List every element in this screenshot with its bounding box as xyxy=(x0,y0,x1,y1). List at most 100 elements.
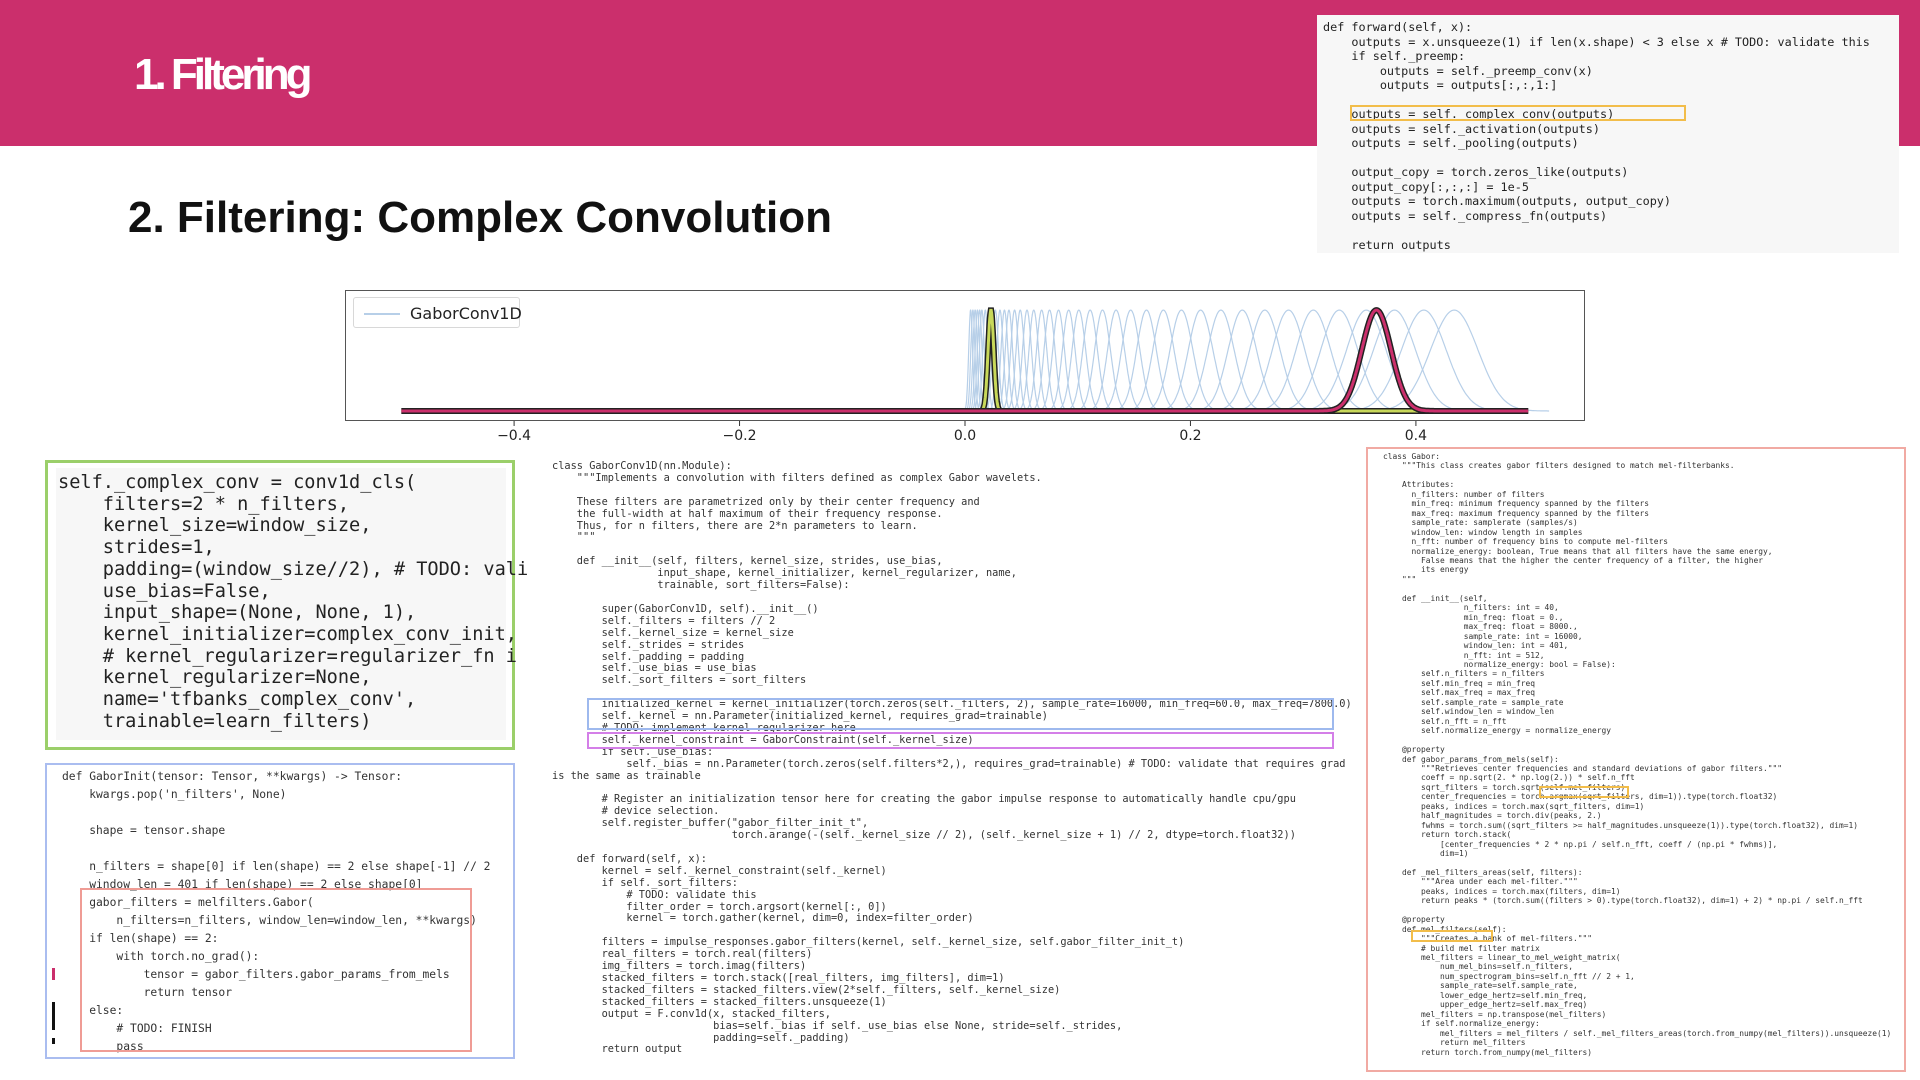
code-line: # Register an initialization tensor here… xyxy=(552,793,1296,806)
code-line: peaks, indices = torch.max(sqrt_filters,… xyxy=(1383,801,1645,811)
x-tick-label: 0.2 xyxy=(1179,428,1201,444)
code-line: kernel_regularizer=None, xyxy=(58,667,372,689)
code-line: def _mel_filters_areas(self, filters): xyxy=(1383,867,1583,877)
code-line: max_freq: float = 8000., xyxy=(1383,622,1578,632)
code-line: self._kernel_constraint = GaborConstrain… xyxy=(552,733,974,746)
code-line: # device selection. xyxy=(552,805,720,818)
code-line: window_len = 401 if len(shape) == 2 else… xyxy=(62,878,423,891)
code-line: kernel_initializer=complex_conv_init, xyxy=(58,623,517,645)
legend-swatch xyxy=(364,313,400,315)
code-line: outputs = torch.maximum(outputs, output_… xyxy=(1323,194,1672,208)
code-line: is the same as trainable xyxy=(552,769,701,782)
legend-label: GaborConv1D xyxy=(410,304,522,323)
code-line: self._filters = filters // 2 xyxy=(552,614,776,627)
code-line: normalize_energy: bool = False): xyxy=(1383,659,1616,669)
code-line xyxy=(1383,471,1901,480)
code-line: else: xyxy=(62,1004,124,1017)
code-line: class Gabor: xyxy=(1383,452,1441,461)
code-line: n_fft: int = 512, xyxy=(1383,650,1545,660)
code-line: return output xyxy=(552,1043,683,1056)
code-line: num_spectrogram_bins=self.n_fft // 2 + 1… xyxy=(1383,971,1635,981)
code-line: """Retrieves center frequencies and stan… xyxy=(1383,763,1783,773)
code-line: window_len: window length in samples xyxy=(1383,527,1583,537)
code-line: self.n_filters = n_filters xyxy=(1383,669,1545,679)
code-line xyxy=(62,840,507,858)
code-line: half_magnitudes = torch.div(peaks, 2.) xyxy=(1383,811,1602,821)
code-line: self._padding = padding xyxy=(552,650,745,663)
code-line: return tensor xyxy=(62,986,233,999)
code-line: def mel_filters(self): xyxy=(1383,924,1507,934)
code-line: outputs = self._complex_conv(outputs) xyxy=(1323,107,1615,121)
code-line: self._strides = strides xyxy=(552,638,745,651)
code-line: self._complex_conv = conv1d_cls( xyxy=(58,472,417,493)
code-line: mel_filters = linear_to_mel_weight_matri… xyxy=(1383,953,1621,963)
code-line: filters = impulse_responses.gabor_filter… xyxy=(552,936,1185,949)
banner-title: 1. Filtering xyxy=(134,50,312,99)
gabor-class-panel xyxy=(1366,447,1906,1072)
x-tick-label: −0.4 xyxy=(497,428,531,444)
code-line: self._sort_filters = sort_filters xyxy=(552,674,807,687)
gabor-init-panel xyxy=(45,763,515,1059)
code-line: Thus, for n filters, there are 2*n param… xyxy=(552,519,918,532)
code-line: if len(shape) == 2: xyxy=(62,932,219,945)
code-line: self._bias = nn.Parameter(torch.zeros(se… xyxy=(552,757,1346,770)
code-line: if self.normalize_energy: xyxy=(1383,1019,1540,1029)
gutter-marker-pink xyxy=(52,968,55,980)
gutter-marker-small xyxy=(52,1038,55,1044)
code-line: min_freq: float = 0., xyxy=(1383,612,1564,622)
code-line xyxy=(1383,736,1901,745)
code-line: return outputs xyxy=(1323,237,1451,252)
code-line: """ xyxy=(552,531,596,544)
code-line: gabor_filters = melfilters.Gabor( xyxy=(62,896,314,909)
gutter-marker-black xyxy=(52,1002,55,1030)
kernel-constraint-highlight xyxy=(587,732,1334,749)
code-line: outputs = self._activation(outputs) xyxy=(1323,121,1600,136)
code-line: peaks, indices = torch.max(filters, dim=… xyxy=(1383,886,1621,896)
gabor-init-code: def GaborInit(tensor: Tensor, **kwargs) … xyxy=(62,768,507,1056)
gabor-class-code: class Gabor: """This class creates gabor… xyxy=(1383,452,1901,1067)
code-line: the full-width at half maximum of their … xyxy=(552,507,943,520)
code-line: n_filters=n_filters, window_len=window_l… xyxy=(62,914,477,927)
code-line: sample_rate=self.sample_rate, xyxy=(1383,981,1578,991)
code-line: self.register_buffer("gabor_filter_init_… xyxy=(552,817,869,830)
code-line: # TODO: FINISH xyxy=(62,1022,212,1035)
code-line: img_filters = torch.imag(filters) xyxy=(552,960,807,973)
code-line: filter_order = torch.argsort(kernel[:, 0… xyxy=(552,900,887,913)
code-line: kernel = torch.gather(kernel, dim=0, ind… xyxy=(552,912,974,925)
code-line: input_shape, kernel_initializer, kernel_… xyxy=(552,567,1017,580)
code-line: filters=2 * n_filters, xyxy=(58,493,350,515)
mel-filters-ref-highlight xyxy=(1539,786,1629,798)
code-line: input_shape=(None, None, 1), xyxy=(58,602,417,624)
code-line: strides=1, xyxy=(58,537,215,559)
code-line: self.sample_rate = sample_rate xyxy=(1383,697,1564,707)
code-line: def forward(self, x): xyxy=(552,852,707,865)
code-line: trainable, sort_filters=False): xyxy=(552,579,850,592)
code-line: its energy xyxy=(1383,565,1469,575)
code-line: mel_filters = mel_filters / self._mel_fi… xyxy=(1383,1028,1892,1038)
code-line: torch.arange(-(self._kernel_size // 2), … xyxy=(552,829,1296,842)
code-line: upper_edge_hertz=self.max_freq) xyxy=(1383,1000,1588,1010)
code-line xyxy=(1323,151,1899,166)
code-line: n_fft: number of frequency bins to compu… xyxy=(1383,537,1669,547)
code-line: outputs = self._pooling(outputs) xyxy=(1323,136,1579,150)
code-line: Attributes: xyxy=(1383,480,1455,490)
code-line xyxy=(1383,906,1901,915)
code-line: return mel_filters xyxy=(1383,1038,1526,1048)
code-line: use_bias=False, xyxy=(58,580,271,602)
forward-code-snippet: def forward(self, x): outputs = x.unsque… xyxy=(1317,15,1899,253)
complex-conv-call-highlight xyxy=(1350,105,1686,121)
code-line: if self._use_bias: xyxy=(552,745,714,758)
code-line: n_filters: number of filters xyxy=(1383,489,1545,499)
code-line: # TODO: validate this xyxy=(552,888,757,901)
code-line: @property xyxy=(1383,915,1445,925)
code-line: initialized_kernel = kernel_initializer(… xyxy=(552,698,1352,711)
code-line: self.normalize_energy = normalize_energy xyxy=(1383,726,1612,736)
code-line: return torch.stack( xyxy=(1383,830,1512,840)
code-line: # TODO: implement kernel regularizer her… xyxy=(552,721,856,734)
code-line xyxy=(552,485,1327,497)
code-line: name='tfbanks_complex_conv', xyxy=(58,689,417,711)
code-line: sqrt_filters = torch.sqrt(self.mel_filte… xyxy=(1383,782,1626,792)
kernel-init-highlight xyxy=(587,698,1334,730)
code-line: num_mel_bins=self.n_filters, xyxy=(1383,962,1574,972)
code-line: output_copy[:,:,:] = 1e-5 xyxy=(1323,179,1529,194)
